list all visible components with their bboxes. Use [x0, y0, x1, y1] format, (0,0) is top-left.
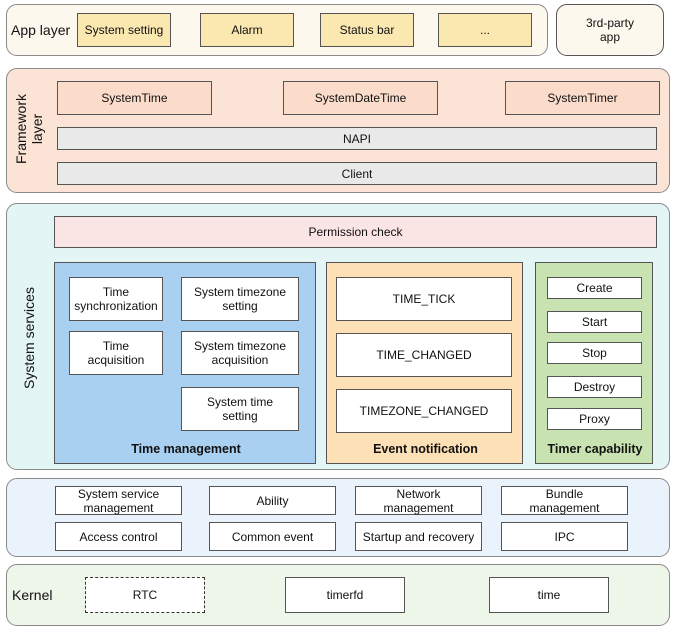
app-layer-label: App layer: [11, 22, 71, 38]
time-management-panel: Time synchronization System timezone set…: [54, 262, 316, 464]
kernel-label: Kernel: [12, 587, 53, 603]
tc-destroy: Destroy: [547, 376, 642, 398]
timer-capability-panel: Create Start Stop Destroy Proxy Timer ca…: [535, 262, 653, 464]
en-timezone-changed: TIMEZONE_CHANGED: [336, 389, 512, 433]
timer-capability-title: Timer capability: [547, 442, 643, 456]
kernel-rtc: RTC: [85, 577, 205, 613]
framework-item-systemtime: SystemTime: [57, 81, 212, 115]
framework-napi: NAPI: [57, 127, 657, 150]
app-item-more: ...: [438, 13, 532, 47]
framework-item-systemtimer: SystemTimer: [505, 81, 660, 115]
dep-common-event: Common event: [209, 522, 336, 551]
tc-create: Create: [547, 277, 642, 299]
app-item-status-bar: Status bar: [320, 13, 414, 47]
tc-proxy: Proxy: [547, 408, 642, 430]
tm-time-acquisition: Time acquisition: [69, 331, 163, 375]
en-time-changed: TIME_CHANGED: [336, 333, 512, 377]
system-services-layer: System services Permission check Time sy…: [6, 203, 670, 470]
dep-ability: Ability: [209, 486, 336, 515]
tm-system-timezone-setting: System timezone setting: [181, 277, 299, 321]
dependencies-layer: System service management Ability Networ…: [6, 478, 670, 557]
system-services-label: System services: [21, 287, 37, 389]
third-party-app: 3rd-party app: [556, 4, 664, 56]
time-management-title: Time management: [131, 442, 241, 456]
tc-stop: Stop: [547, 342, 642, 364]
app-item-alarm: Alarm: [200, 13, 294, 47]
framework-client: Client: [57, 162, 657, 185]
tc-start: Start: [547, 311, 642, 333]
dep-startup-and-recovery: Startup and recovery: [355, 522, 482, 551]
event-notification-panel: TIME_TICK TIME_CHANGED TIMEZONE_CHANGED …: [326, 262, 523, 464]
kernel-layer: Kernel RTC timerfd time: [6, 564, 670, 626]
kernel-timerfd: timerfd: [285, 577, 405, 613]
en-time-tick: TIME_TICK: [336, 277, 512, 321]
dep-network-management: Network management: [355, 486, 482, 515]
dep-ipc: IPC: [501, 522, 628, 551]
tm-system-timezone-acquisition: System timezone acquisition: [181, 331, 299, 375]
third-party-app-label: 3rd-party app: [585, 16, 635, 44]
app-item-system-setting: System setting: [77, 13, 171, 47]
tm-system-time-setting: System time setting: [181, 387, 299, 431]
framework-layer-label: Framework layer: [13, 93, 45, 165]
framework-layer: Framework layer SystemTime SystemDateTim…: [6, 68, 670, 193]
event-notification-title: Event notification: [373, 442, 478, 456]
dep-access-control: Access control: [55, 522, 182, 551]
tm-time-synchronization: Time synchronization: [69, 277, 163, 321]
framework-item-systemdatetime: SystemDateTime: [283, 81, 438, 115]
app-layer: App layer System setting Alarm Status ba…: [6, 4, 548, 56]
dep-bundle-management: Bundle management: [501, 486, 628, 515]
dep-system-service-management: System service management: [55, 486, 182, 515]
kernel-time: time: [489, 577, 609, 613]
permission-check: Permission check: [54, 216, 657, 248]
